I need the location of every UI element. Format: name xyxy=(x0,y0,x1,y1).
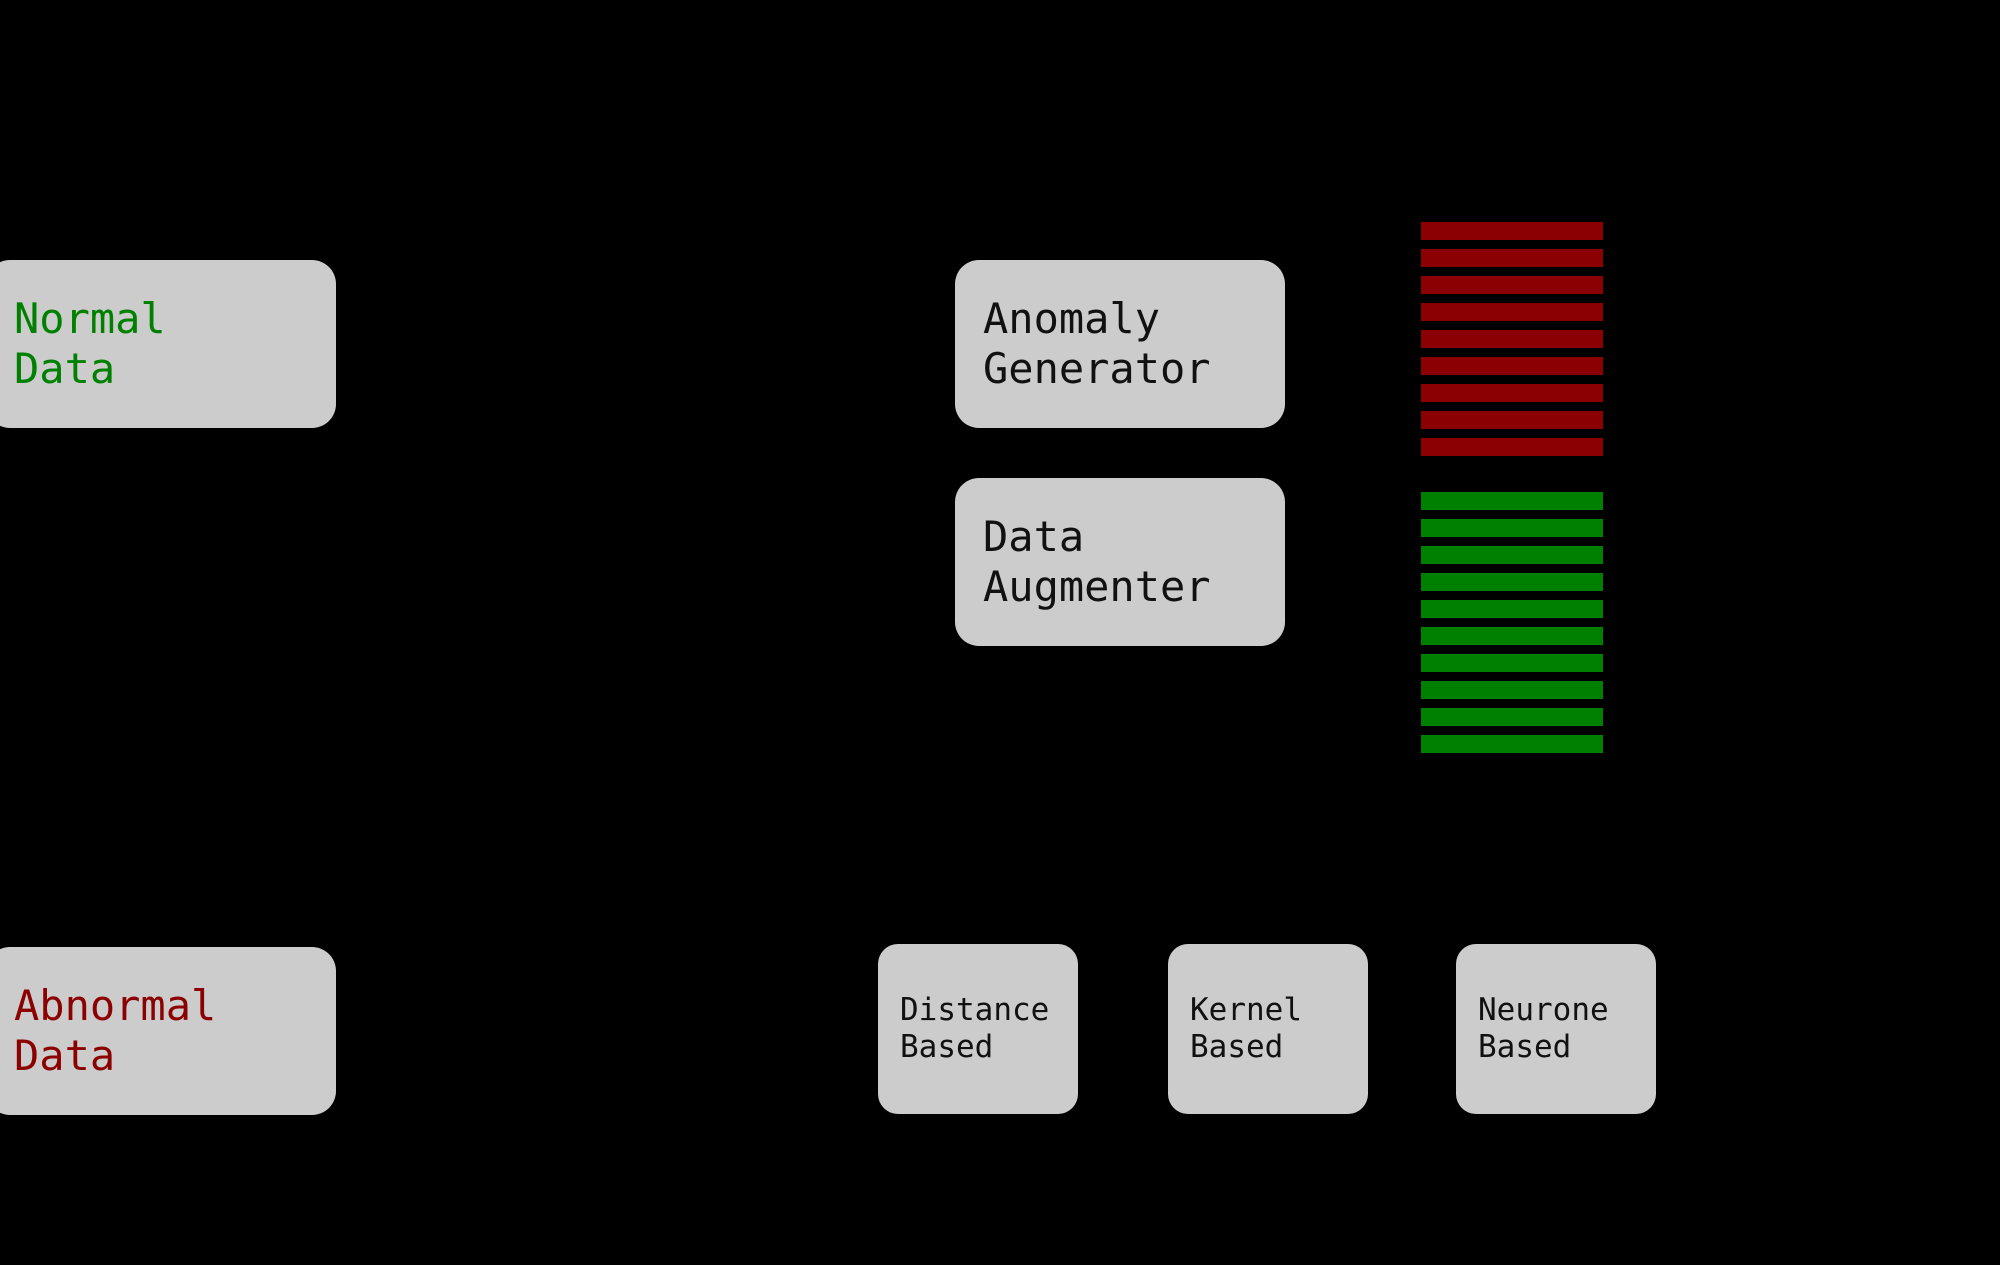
node-kernel-based[interactable]: Kernel Based xyxy=(1168,944,1368,1114)
node-neurone-based[interactable]: Neurone Based xyxy=(1456,944,1656,1114)
stripe-abnormal xyxy=(1421,330,1603,348)
node-anomaly-generator[interactable]: Anomaly Generator xyxy=(955,260,1285,428)
stripe-normal xyxy=(1421,546,1603,564)
stripe-normal xyxy=(1421,735,1603,753)
stripe-abnormal xyxy=(1421,249,1603,267)
stripe-abnormal xyxy=(1421,411,1603,429)
mixed-data-batch-stripes xyxy=(1421,222,1603,753)
stripe-abnormal xyxy=(1421,303,1603,321)
stripe-normal xyxy=(1421,600,1603,618)
stripe-normal xyxy=(1421,492,1603,510)
node-anomaly-generator-line2: Generator xyxy=(983,344,1211,393)
node-normal-data-line2: Data xyxy=(14,344,116,393)
stripe-normal xyxy=(1421,573,1603,591)
node-distance-based-line1: Distance xyxy=(900,992,1050,1029)
stripe-normal xyxy=(1421,627,1603,645)
node-distance-based[interactable]: Distance Based xyxy=(878,944,1078,1114)
node-data-augmenter-line1: Data xyxy=(983,512,1085,562)
stripe-abnormal xyxy=(1421,438,1603,456)
node-kernel-based-line2: Based xyxy=(1190,1029,1284,1065)
node-data-augmenter[interactable]: Data Augmenter xyxy=(955,478,1285,646)
stripe-abnormal xyxy=(1421,222,1603,240)
node-abnormal-data-line1: Abnormal xyxy=(14,981,217,1031)
node-neurone-based-line2: Based xyxy=(1478,1029,1572,1065)
node-distance-based-line2: Based xyxy=(900,1029,994,1065)
stripe-abnormal xyxy=(1421,276,1603,294)
stripe-abnormal xyxy=(1421,384,1603,402)
node-neurone-based-line1: Neurone xyxy=(1478,992,1609,1029)
node-normal-data-line1: Normal xyxy=(14,294,166,344)
node-abnormal-data-line2: Data xyxy=(14,1031,116,1080)
stripe-normal xyxy=(1421,681,1603,699)
node-anomaly-generator-line1: Anomaly xyxy=(983,294,1161,344)
stripe-normal xyxy=(1421,519,1603,537)
stripe-abnormal xyxy=(1421,357,1603,375)
stripe-separator xyxy=(1421,465,1603,483)
stripe-normal xyxy=(1421,654,1603,672)
node-kernel-based-line1: Kernel xyxy=(1190,992,1302,1029)
node-abnormal-data[interactable]: Abnormal Data xyxy=(0,947,336,1115)
node-normal-data[interactable]: Normal Data xyxy=(0,260,336,428)
node-data-augmenter-line2: Augmenter xyxy=(983,562,1211,611)
stripe-normal xyxy=(1421,708,1603,726)
